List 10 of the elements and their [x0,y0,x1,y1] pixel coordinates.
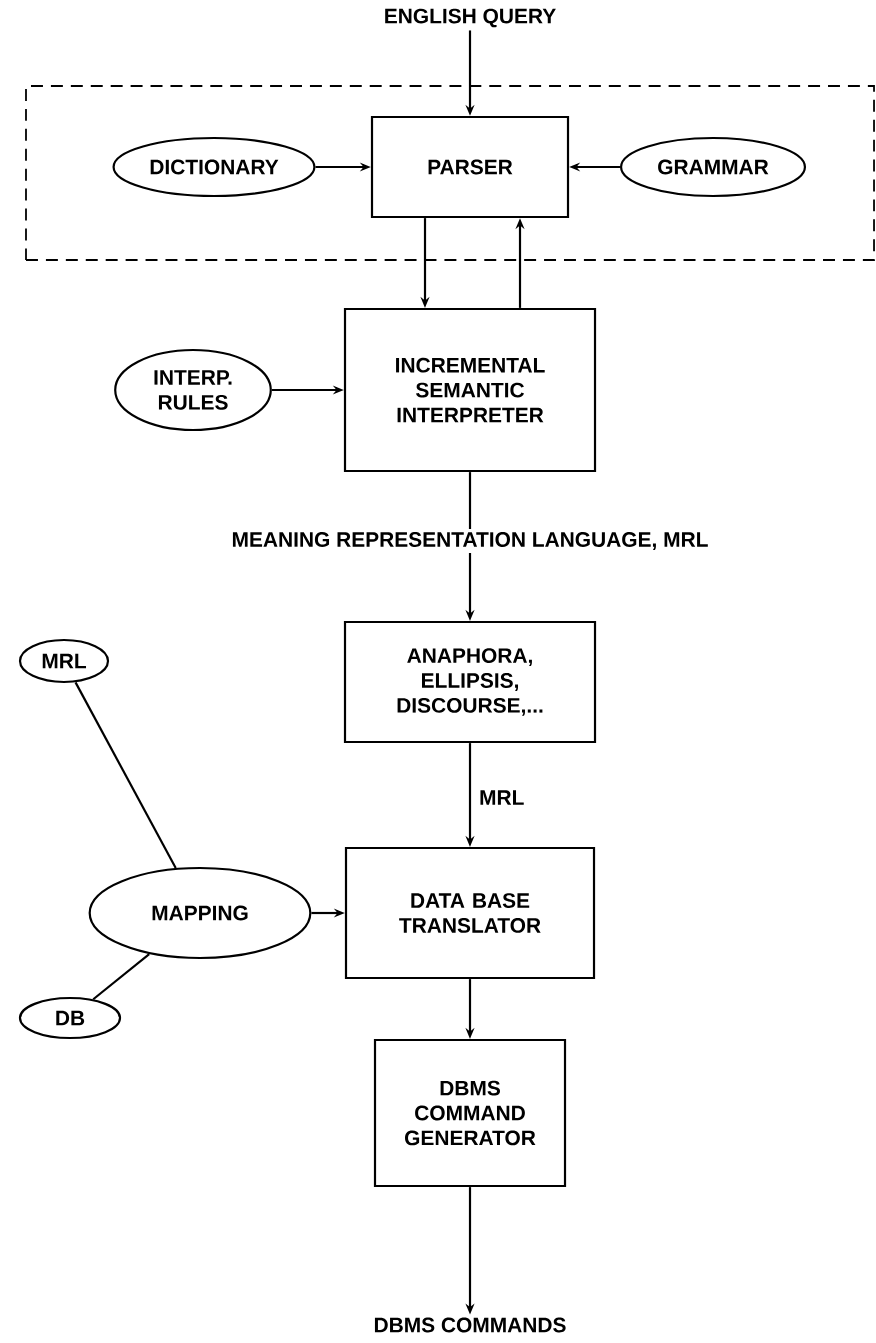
caption-text: DBMS COMMANDS [374,1317,566,1333]
process-box: PARSER [370,115,570,219]
process-box: ANAPHORA, ELLIPSIS, DISCOURSE,... [343,620,597,744]
edge-label: MRL [477,788,527,807]
process-box: DBMS COMMAND GENERATOR [373,1038,567,1188]
dashed-frame [25,85,875,261]
process-box: DATA BASE TRANSLATOR [344,846,596,980]
process-box: INCREMENTAL SEMANTIC INTERPRETER [343,307,597,473]
caption-text: ENGLISH QUERY [385,8,556,28]
caption-text: MEANING REPRESENTATION LANGUAGE, MRL [232,532,708,550]
